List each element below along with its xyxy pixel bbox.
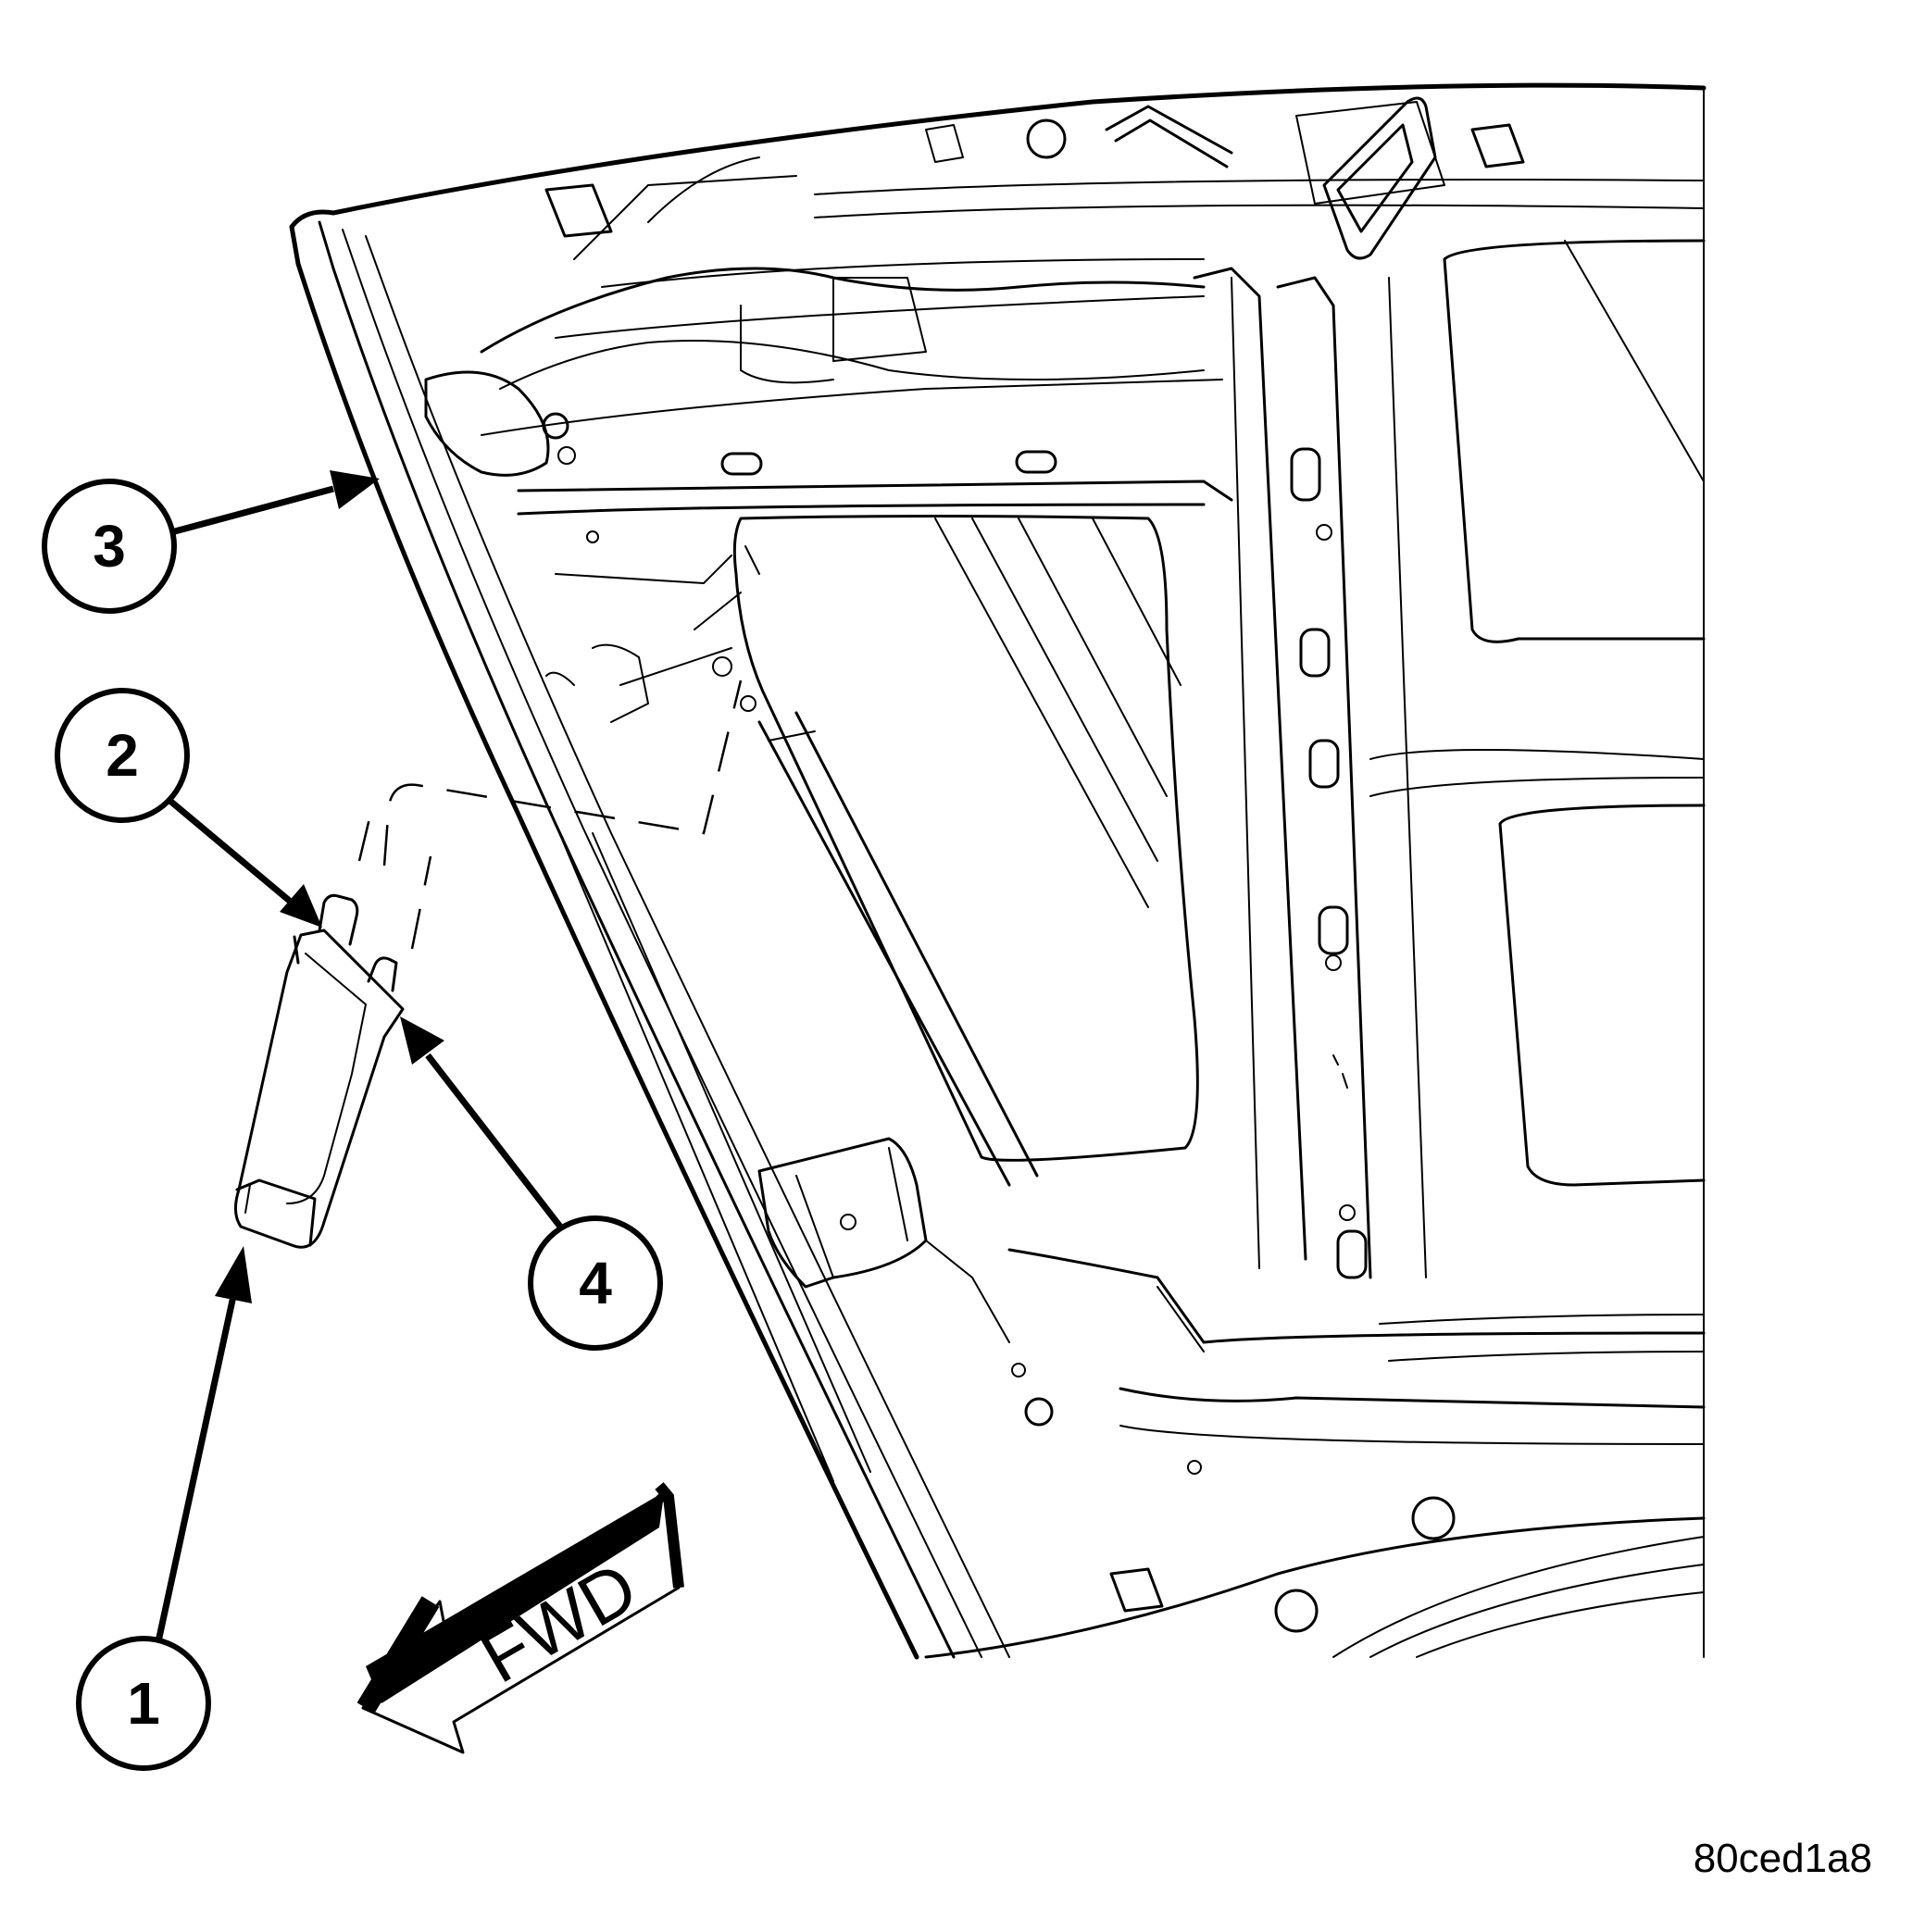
callout-2-label: 2 bbox=[106, 722, 139, 789]
callout-1-label: 1 bbox=[127, 1670, 160, 1737]
figure-id: 80ced1a8 bbox=[1694, 1836, 1872, 1881]
callout-3-label: 3 bbox=[93, 513, 126, 580]
clip-tab bbox=[318, 893, 359, 946]
install-path bbox=[357, 679, 743, 950]
hood-inner-frame bbox=[424, 96, 1706, 1633]
fwd-arrow: FWD bbox=[356, 1482, 684, 1754]
slot-notch bbox=[367, 956, 398, 992]
callout-2: 2 bbox=[55, 688, 322, 928]
callout-4: 4 bbox=[400, 1016, 663, 1351]
callout-3: 3 bbox=[42, 470, 380, 614]
bracket-part bbox=[234, 929, 405, 1249]
callout-4-label: 4 bbox=[579, 1250, 612, 1316]
hood-panel bbox=[289, 82, 1707, 1660]
callout-1: 1 bbox=[76, 1246, 252, 1771]
